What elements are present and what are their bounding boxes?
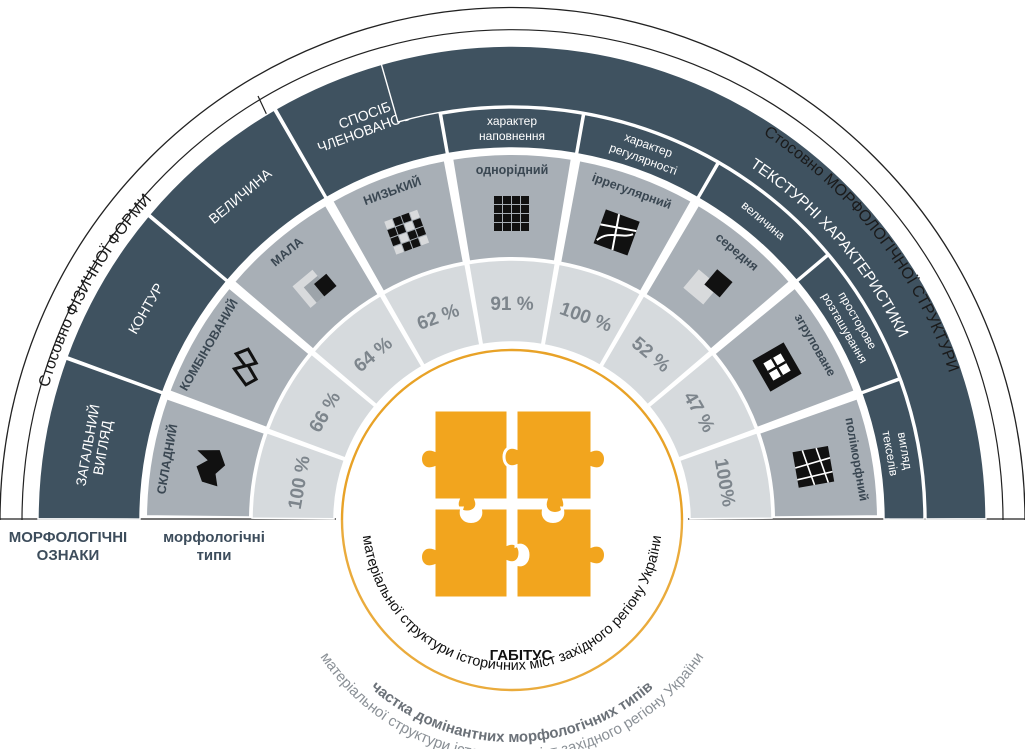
zigzag-outline-icon <box>231 347 259 387</box>
feature-contour: КОНТУР <box>66 215 228 393</box>
uniform-grid-icon <box>494 196 529 231</box>
type-tile-medium: середня <box>643 203 792 351</box>
type-share-complex: 100 % <box>251 431 346 520</box>
polymorphic-lines-icon <box>792 446 835 488</box>
type-tile-small: МАЛА <box>232 203 381 351</box>
grouped-square-icon <box>752 342 802 392</box>
type-percentage: 91 % <box>490 294 533 315</box>
orange-ring <box>340 348 684 521</box>
svg-text:морфологічні: морфологічні <box>163 529 265 546</box>
low-grid-icon <box>384 209 430 255</box>
medium-square-icon <box>683 269 733 305</box>
type-tile-low: НИЗЬКИЙ <box>330 159 465 294</box>
svg-text:типи: типи <box>197 547 232 564</box>
type-share-grouped: 47 % <box>648 353 757 459</box>
type-tile-irregular: іррегулярний <box>559 159 694 294</box>
feature-texel-view: виглядтекселів <box>861 379 925 520</box>
type-tile-homogeneous: однорідний <box>451 153 573 263</box>
small-square-icon <box>292 269 337 308</box>
feature-general-view: ЗАГАЛЬНИЙВИГЛЯД <box>37 358 163 520</box>
percentage-ring: 100 %66 %64 %62 %91 %100 %52 %47 %100% <box>251 259 773 520</box>
feature-regularity-character: характеррегулярності <box>576 113 719 199</box>
feature-band: ЗАГАЛЬНИЙВИГЛЯДКОНТУРВЕЛИЧИНАСПОСІБЧЛЕНО… <box>37 52 925 520</box>
type-label: однорідний <box>476 163 549 177</box>
type-tile-polymorphic: поліморфний <box>757 397 879 519</box>
type-share-irregular: 100 % <box>543 263 642 367</box>
morphological-features-title: МОРФОЛОГІЧНІ ОЗНАКИ <box>9 529 127 564</box>
type-tile-complex: СКЛАДНИЙ <box>145 397 267 519</box>
type-share-homogeneous: 91 % <box>467 259 557 346</box>
type-share-combined: 66 % <box>267 353 376 459</box>
morphological-types-title: морфологічні типи <box>163 529 265 564</box>
type-share-polymorphic: 100% <box>678 431 773 520</box>
irregular-grid-icon <box>593 209 640 256</box>
complex-shape-icon <box>196 450 226 487</box>
type-share-medium: 52 % <box>601 294 712 406</box>
inner-circle <box>336 344 688 696</box>
svg-text:МОРФОЛОГІЧНІ: МОРФОЛОГІЧНІ <box>9 529 127 546</box>
habitus-title: ГАБІТУС <box>490 647 553 664</box>
type-share-small: 64 % <box>312 294 423 406</box>
type-share-low: 62 % <box>382 263 481 367</box>
type-tile-combined: КОМБІНОВАНИЙ <box>168 286 311 430</box>
feature-size: ВЕЛИЧИНА <box>148 109 327 282</box>
puzzle-icon <box>419 408 607 600</box>
svg-text:ОЗНАКИ: ОЗНАКИ <box>37 547 100 564</box>
texture-characteristics-band <box>380 45 987 520</box>
